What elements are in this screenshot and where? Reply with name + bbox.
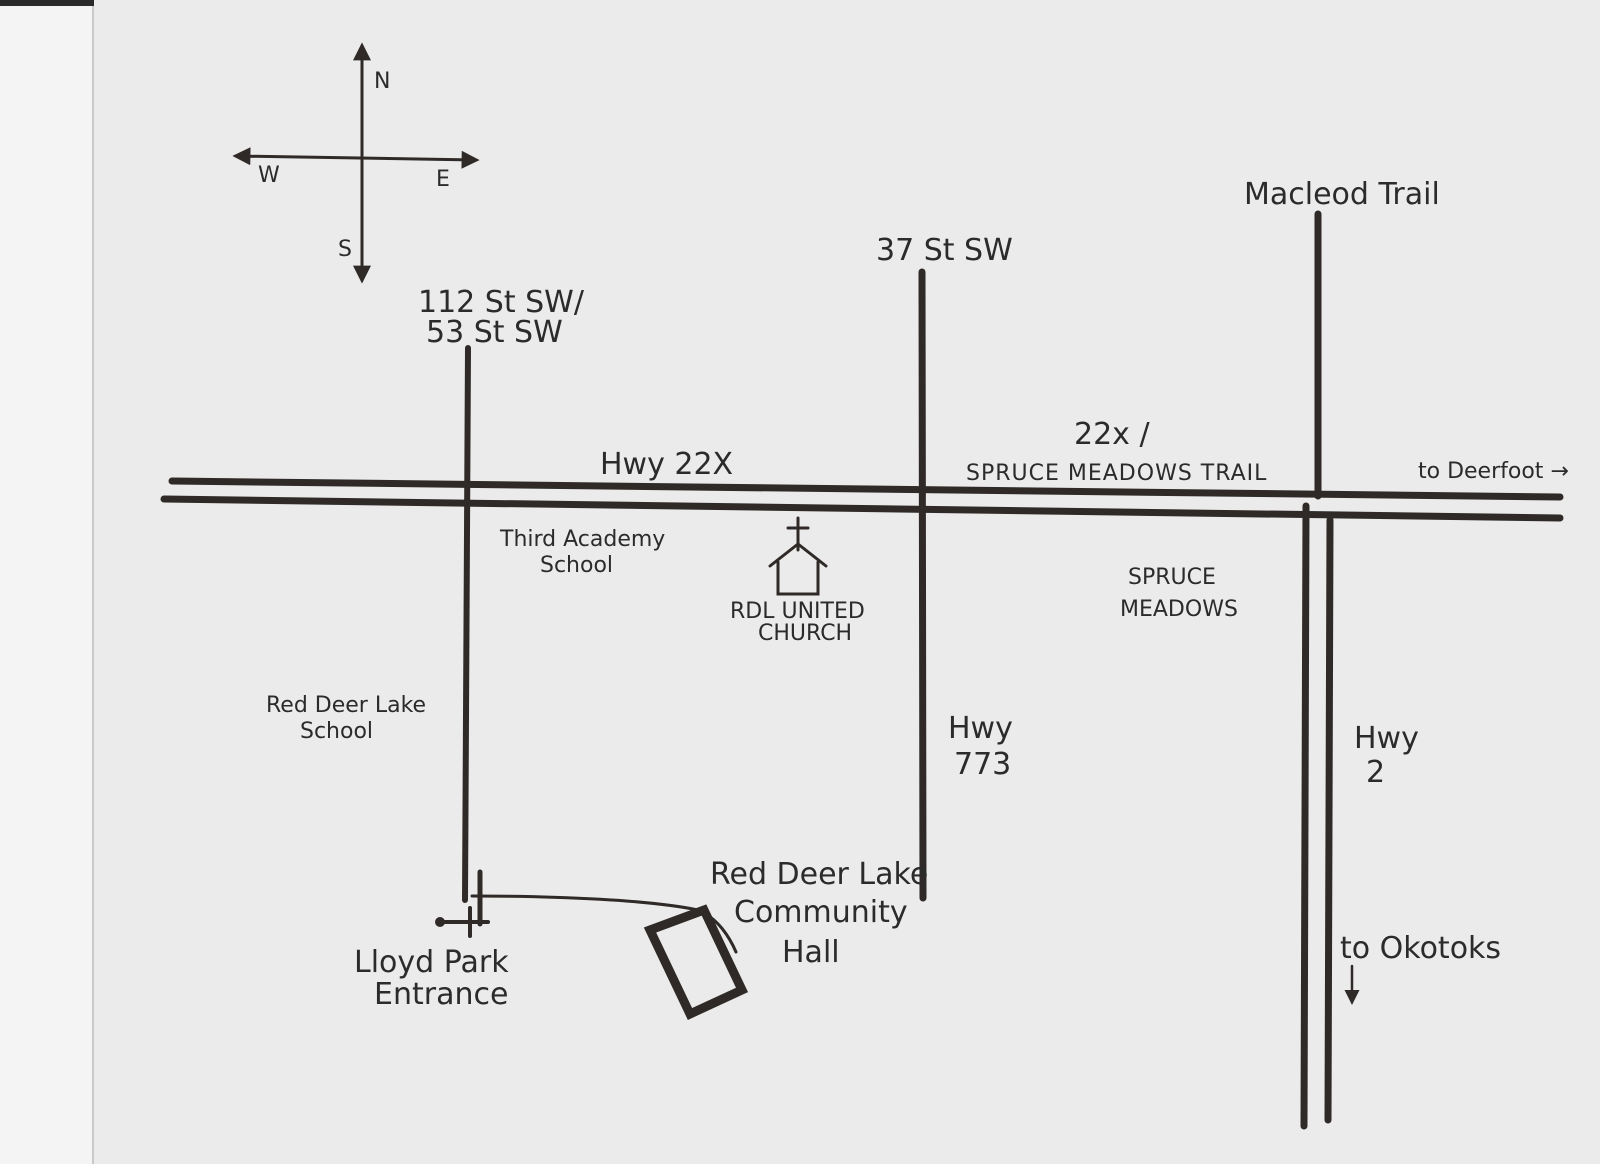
hwy-2-label-line1: Hwy xyxy=(1354,721,1419,756)
hall-label-line1: Red Deer Lake xyxy=(710,857,928,892)
compass-east-label: E xyxy=(436,167,450,192)
scan-margin xyxy=(0,0,94,1164)
church-label-line2: CHURCH xyxy=(758,621,852,646)
st-37-label: 37 St SW xyxy=(876,233,1013,268)
hall-label-line3: Hall xyxy=(782,935,840,970)
rdl-school-label-line2: School xyxy=(300,719,373,744)
hwy-22x-road xyxy=(160,477,1564,522)
to-deerfoot-label: to Deerfoot → xyxy=(1418,459,1569,484)
compass-west-label: W xyxy=(258,163,280,188)
compass-ew-arrow xyxy=(232,147,480,169)
rdl-school-label-line1: Red Deer Lake xyxy=(266,693,426,718)
hwy-2-label-line2: 2 xyxy=(1366,755,1385,790)
st-112-label-line2: 53 St SW xyxy=(426,315,563,350)
church-icon xyxy=(768,516,828,596)
compass-north-label: N xyxy=(374,69,390,94)
hwy-22x-label: Hwy 22X xyxy=(600,447,733,482)
compass-south-label: S xyxy=(338,237,352,262)
third-academy-label-line1: Third Academy xyxy=(499,527,665,552)
spruce-meadows-trail-label-line2: SPRUCE MEADOWS TRAIL xyxy=(966,461,1267,486)
hwy-773-label-line2: 773 xyxy=(954,747,1011,782)
church-label-line1: RDL UNITED xyxy=(730,599,865,624)
compass-rose: N S E W xyxy=(232,42,480,284)
lloyd-park-label-line1: Lloyd Park xyxy=(354,945,509,980)
st-112-label-line1: 112 St SW/ xyxy=(418,285,585,320)
spruce-meadows-label-line1: SPRUCE xyxy=(1128,565,1216,590)
hall-access-road xyxy=(470,894,738,954)
lloyd-park-label-line2: Entrance xyxy=(374,977,508,1012)
hwy-773-label-line1: Hwy xyxy=(948,711,1013,746)
st-112-road xyxy=(462,345,471,903)
third-academy-label-line2: School xyxy=(540,553,613,578)
community-hall-building xyxy=(643,904,749,1020)
spruce-meadows-label-line2: MEADOWS xyxy=(1120,597,1238,622)
spruce-meadows-trail-label-line1: 22x / xyxy=(1074,417,1150,452)
scan-corner-mark xyxy=(0,0,94,6)
hall-label-line2: Community xyxy=(734,895,908,930)
lloyd-park-gate-icon xyxy=(435,869,490,938)
hwy-2-road xyxy=(1300,502,1334,1130)
to-okotoks-label: to Okotoks xyxy=(1340,931,1501,966)
macleod-trail-label: Macleod Trail xyxy=(1244,177,1440,212)
st-37-road xyxy=(918,268,927,902)
